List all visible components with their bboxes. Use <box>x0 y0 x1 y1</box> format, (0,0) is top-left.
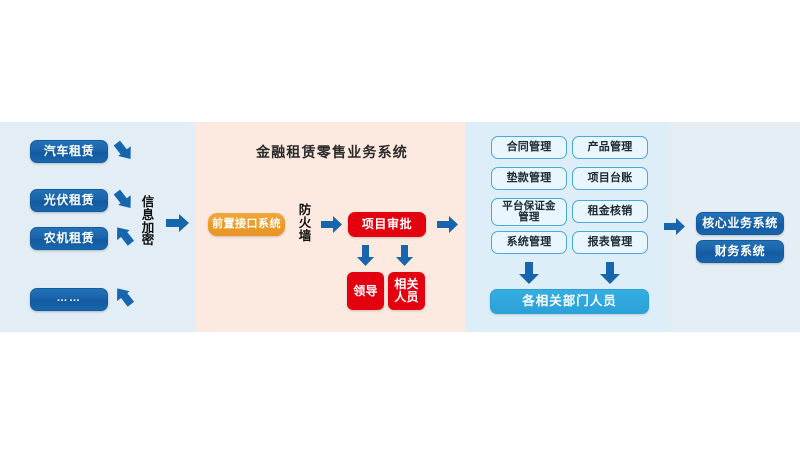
module-label: 系统管理 <box>506 235 552 248</box>
arrow-approval-to-leader <box>357 245 374 267</box>
source-label: 光伏租赁 <box>43 193 95 208</box>
module-chip-rent-writeoff[interactable]: 租金核销 <box>572 200 648 223</box>
approver-label: 相关 人员 <box>394 277 419 304</box>
gateway-label-encryption: 信息加密 <box>141 195 155 248</box>
module-chip-contract-management[interactable]: 合同管理 <box>491 136 567 159</box>
downstream-label: 核心业务系统 <box>702 216 778 231</box>
front-interface-system-box[interactable]: 前置接口系统 <box>208 213 285 236</box>
module-label: 租金核销 <box>587 204 633 217</box>
module-chip-project-ledger[interactable]: 项目台账 <box>572 167 648 190</box>
project-approval-label: 项目审批 <box>361 217 413 232</box>
module-label: 项目台账 <box>587 171 633 184</box>
module-label: 报表管理 <box>587 235 633 248</box>
arrow-source-to-gateway-1 <box>113 139 139 166</box>
module-label: 平台保证金 管理 <box>502 199 556 223</box>
downstream-box-core-business-system[interactable]: 核心业务系统 <box>696 212 784 235</box>
module-label: 垫款管理 <box>506 171 552 184</box>
source-label: 汽车租赁 <box>43 144 95 159</box>
arrow-source-to-gateway-3 <box>113 226 139 253</box>
source-label: 农机租赁 <box>43 231 95 246</box>
arrow-firewall-to-approval <box>321 216 343 233</box>
source-label: …… <box>56 292 82 305</box>
arrow-source-to-gateway-4 <box>113 287 139 314</box>
source-box-agri-leasing[interactable]: 农机租赁 <box>30 227 108 250</box>
arrow-source-to-gateway-2 <box>113 188 139 215</box>
downstream-label: 财务系统 <box>714 244 766 259</box>
module-chip-report-management[interactable]: 报表管理 <box>572 231 648 254</box>
arrow-approval-to-modules <box>437 216 459 233</box>
front-interface-system-label: 前置接口系统 <box>212 217 281 230</box>
arrow-approval-to-staff <box>396 245 413 267</box>
source-box-car-leasing[interactable]: 汽车租赁 <box>30 140 108 163</box>
arrow-modules-right-to-staff <box>600 262 620 285</box>
module-chip-system-management[interactable]: 系统管理 <box>491 231 567 254</box>
module-label: 合同管理 <box>506 140 552 153</box>
module-chip-product-management[interactable]: 产品管理 <box>572 136 648 159</box>
departments-staff-label: 各相关部门人员 <box>522 293 617 308</box>
module-chip-platform-deposit-management[interactable]: 平台保证金 管理 <box>491 198 567 226</box>
project-approval-box[interactable]: 项目审批 <box>348 212 426 237</box>
approver-label: 领导 <box>353 283 378 298</box>
downstream-box-finance-system[interactable]: 财务系统 <box>696 240 784 263</box>
departments-staff-bar[interactable]: 各相关部门人员 <box>490 289 649 314</box>
core-section-title: 金融租赁零售业务系统 <box>256 144 408 160</box>
approver-box-related-staff[interactable]: 相关 人员 <box>388 272 425 310</box>
source-box-more[interactable]: …… <box>30 288 108 311</box>
arrow-modules-left-to-staff <box>519 262 539 285</box>
source-box-pv-leasing[interactable]: 光伏租赁 <box>30 189 108 212</box>
approver-box-leader[interactable]: 领导 <box>347 272 384 310</box>
arrow-modules-to-downstream <box>664 218 686 235</box>
module-label: 产品管理 <box>587 140 633 153</box>
firewall-label: 防火墙 <box>298 203 312 243</box>
arrow-gateway-to-core <box>166 214 190 232</box>
module-chip-advance-management[interactable]: 垫款管理 <box>491 167 567 190</box>
